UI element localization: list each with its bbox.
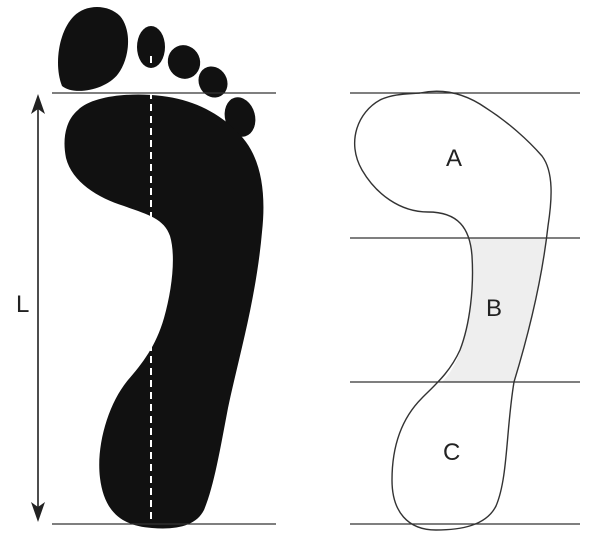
region-c-label: C [443,439,460,466]
length-label: L [16,291,29,318]
length-arrow-head-bottom [31,502,45,522]
length-arrow [31,94,45,522]
foot-outline [353,90,552,531]
outline-footprint [353,90,552,531]
toe-4 [198,66,228,98]
region-b-label: B [486,295,502,322]
region-b-shading [442,238,546,382]
region-a-label: A [446,145,462,172]
toe-2 [137,26,165,68]
sole [64,94,264,529]
length-arrow-head-top [31,94,45,114]
big-toe [58,7,129,91]
solid-footprint [58,7,264,529]
toe-5 [224,97,256,137]
toe-3 [167,45,201,79]
